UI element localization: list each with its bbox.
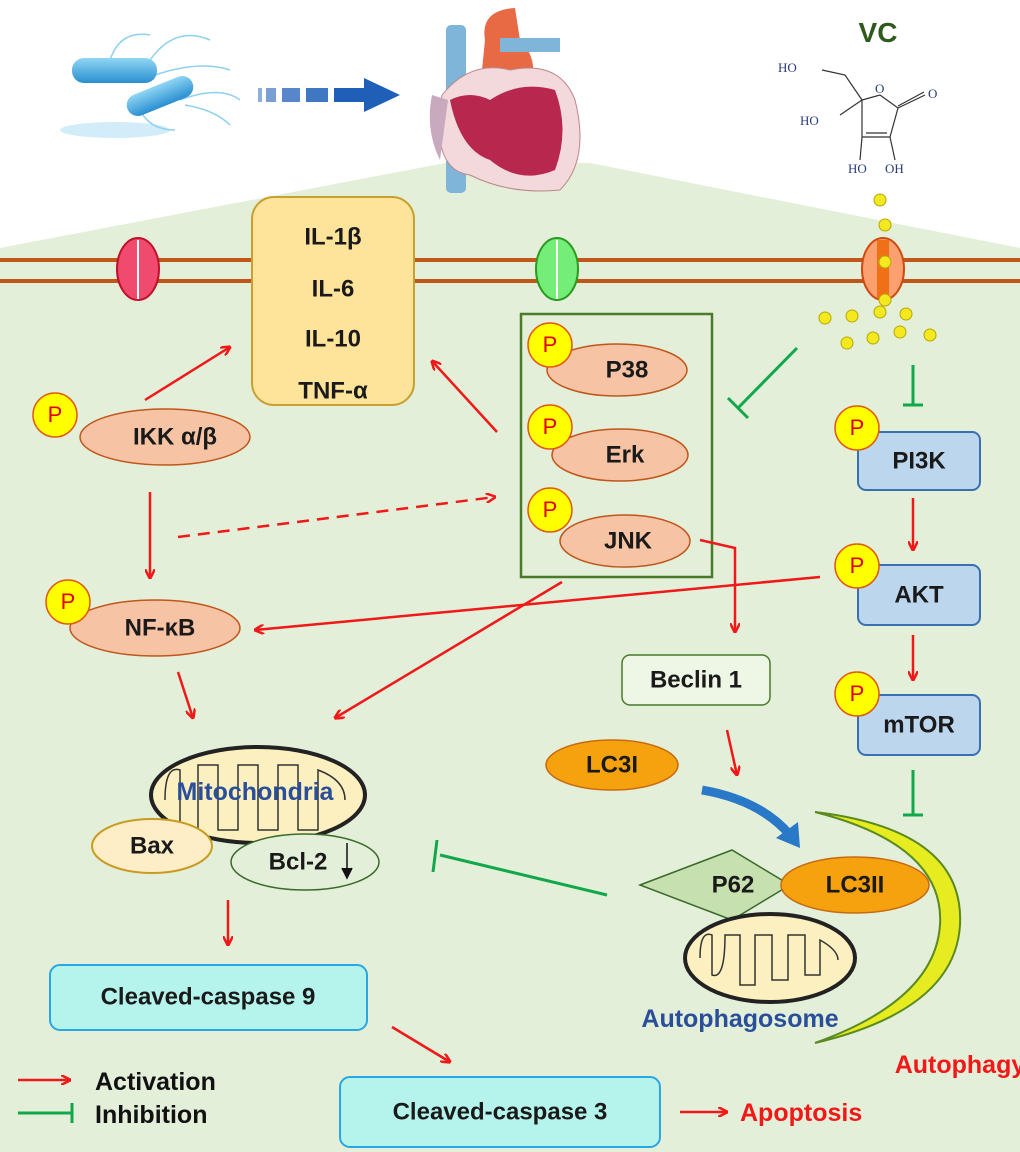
cell-background [0, 163, 1020, 1152]
node-p38: P38 P [527, 322, 688, 397]
svg-text:P: P [543, 332, 558, 357]
lc3i-label: LC3I [586, 751, 638, 778]
cytokine-box [251, 196, 415, 406]
mapk-box [519, 312, 714, 579]
svg-text:P: P [850, 681, 865, 706]
svg-text:IKK α/β: IKK α/β [133, 423, 217, 450]
node-casp9 [49, 964, 368, 1031]
node-beclin1 [621, 654, 771, 706]
svg-text:JNK: JNK [604, 527, 653, 554]
autophagy-label: Autophagy [895, 1051, 1020, 1079]
chem-label: HO [848, 161, 867, 176]
activation-arrows [144, 347, 913, 1062]
node-akt: AKT P [834, 543, 981, 626]
chem-label: HO [778, 60, 797, 75]
cytokine-tnfa: TNF-α [298, 377, 368, 404]
legend-activation: Activation [95, 1068, 216, 1096]
svg-text:PI3K: PI3K [892, 447, 946, 474]
casp9-label: Cleaved-caspase 9 [101, 983, 316, 1010]
conversion-arrow-icon [701, 785, 794, 838]
svg-text:P: P [543, 414, 558, 439]
node-bcl2 [230, 833, 380, 891]
chem-label: HO [800, 113, 819, 128]
svg-text:P: P [61, 589, 76, 614]
legend-inhibition: Inhibition [95, 1101, 207, 1129]
cytokine-il1b: IL-1β [304, 223, 361, 250]
casp3-label: Cleaved-caspase 3 [393, 1098, 608, 1125]
mitochondria-icon [683, 912, 857, 1004]
chem-label: O [875, 81, 884, 96]
svg-text:AKT: AKT [894, 581, 944, 608]
node-pi3k: PI3K P [834, 405, 981, 491]
node-casp3 [339, 1076, 661, 1148]
bax-label: Bax [130, 832, 175, 859]
ion-channel-icon [861, 237, 905, 301]
vc-label: VC [859, 17, 898, 48]
ion-channel-icon [535, 237, 579, 301]
infection-arrow-icon [258, 78, 400, 112]
node-bax [91, 818, 213, 874]
down-arrow-icon [341, 843, 353, 880]
node-erk: Erk P [527, 404, 689, 482]
svg-text:P: P [850, 553, 865, 578]
ion-channel-icon [116, 237, 160, 301]
vitamin-c-molecules [818, 193, 937, 350]
node-jnk: JNK P [527, 487, 691, 568]
svg-text:Erk: Erk [606, 441, 645, 468]
svg-text:P: P [850, 415, 865, 440]
beclin1-label: Beclin 1 [650, 666, 742, 693]
node-ikk: IKK α/β P [32, 392, 251, 466]
bcl2-label: Bcl-2 [269, 848, 328, 875]
p62-label: P62 [712, 871, 755, 898]
phagophore-crescent [814, 811, 962, 1044]
svg-text:P: P [48, 402, 63, 427]
cytokine-il10: IL-10 [305, 325, 361, 352]
svg-text:mTOR: mTOR [883, 711, 955, 738]
node-mtor: mTOR P [834, 671, 981, 756]
autophagosome-label: Autophagosome [641, 1005, 838, 1033]
svg-text:P: P [543, 497, 558, 522]
node-lc3i [545, 739, 679, 791]
node-lc3ii [780, 856, 930, 914]
inhibition-arrows [431, 346, 923, 897]
conversion-arrowhead [776, 822, 800, 848]
mitochondria-label: Mitochondria [177, 778, 335, 806]
chem-label: OH [885, 161, 904, 176]
chem-label: O [928, 86, 937, 101]
vitamin-c-structure [821, 69, 926, 161]
cytokine-il6: IL-6 [312, 275, 355, 302]
bacteria-icon [60, 33, 241, 138]
heart-icon [429, 8, 581, 193]
svg-text:NF-κB: NF-κB [125, 614, 196, 641]
apoptosis-label: Apoptosis [740, 1099, 862, 1127]
legend: Activation Inhibition [18, 1068, 216, 1129]
svg-text:P38: P38 [606, 356, 649, 383]
node-nfkb: NF-κB P [45, 579, 241, 657]
lc3ii-label: LC3II [826, 871, 885, 898]
